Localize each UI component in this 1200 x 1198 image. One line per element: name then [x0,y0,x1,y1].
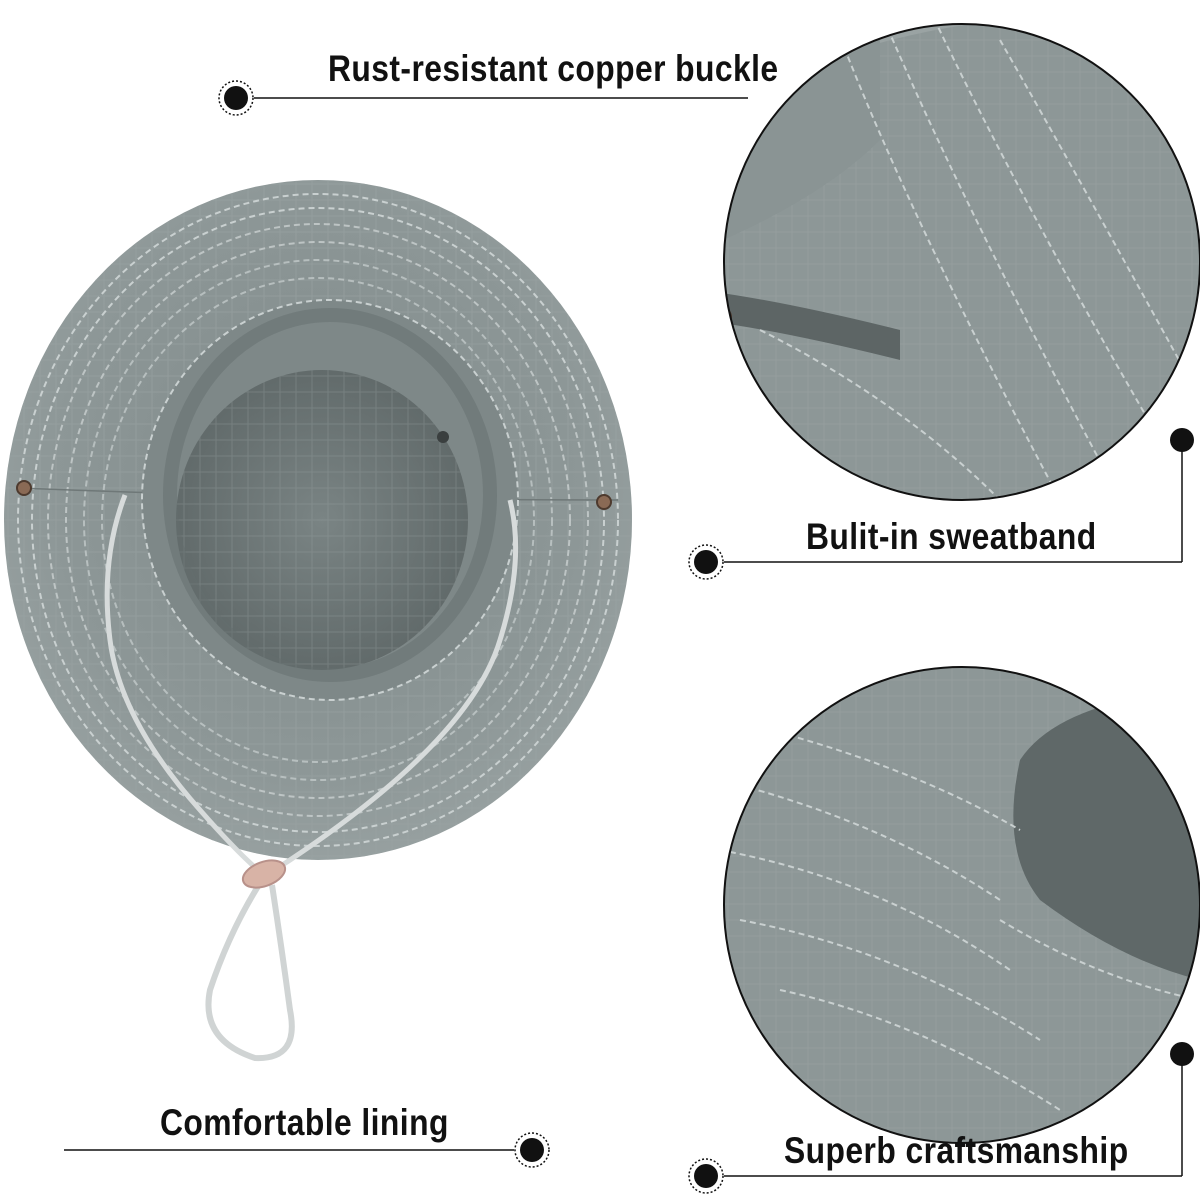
callout-craft-label: Superb craftsmanship [784,1130,1129,1171]
callout-sweatband-leader [688,428,1194,580]
callout-lining-leader [64,1132,550,1168]
detail-craftsmanship [723,666,1200,1144]
callout-buckle-leader [218,80,748,116]
callout-craft-leader [688,1042,1194,1194]
callout-sweatband-label: Bulit-in sweatband [806,516,1097,557]
hat-main [4,180,632,1062]
detail-buckle [723,23,1200,501]
callout-lining-label: Comfortable lining [160,1102,449,1143]
callout-buckle-label: Rust-resistant copper buckle [328,48,779,89]
